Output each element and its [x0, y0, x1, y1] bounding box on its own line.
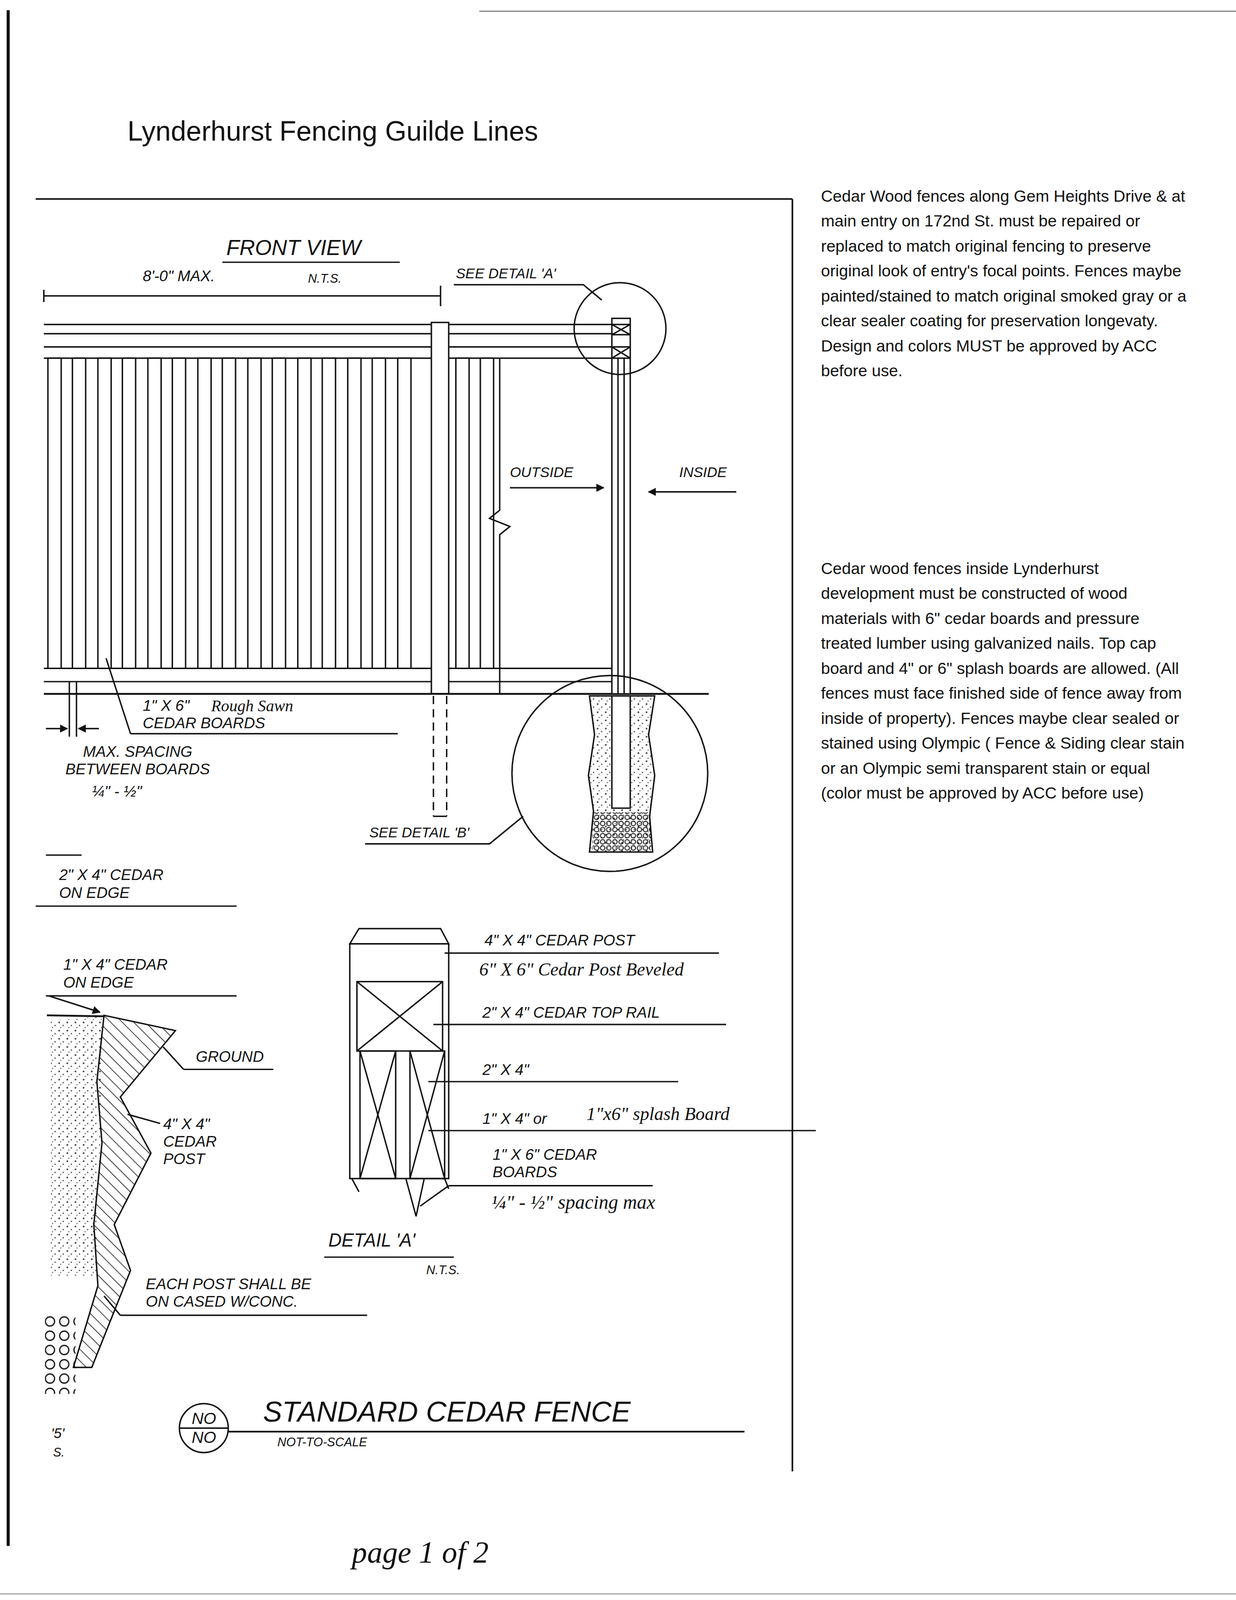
handwritten-note: ¼" - ½" spacing max [491, 1190, 656, 1214]
label-position: SEE DETAIL 'B' [369, 824, 470, 841]
label-position: Cedar Wood fences along Gem Heights Driv… [821, 183, 1194, 384]
callout-label: N.T.S. [307, 271, 342, 286]
callout-label: 4" X 4" CEDAR POST [484, 931, 635, 949]
label-position: 1"x6" splash Board [586, 1103, 730, 1125]
callout-label: 1" X 4" or [482, 1109, 547, 1127]
callout-label: FRONT VIEW [226, 235, 361, 261]
callout-label: 1" X 6" [142, 696, 190, 714]
label-position: Rough Sawn [211, 696, 294, 716]
label-position: CEDAR BOARDS [142, 713, 266, 732]
marker-text: NO [191, 1427, 217, 1447]
label-position: S. [52, 1444, 65, 1459]
handwritten-note: 6" X 6" Cedar Post Beveled [479, 958, 684, 981]
label-position: 1" X 6" [142, 696, 190, 714]
callout-label: ¼" - ½" [91, 782, 142, 800]
label-position: 6" X 6" Cedar Post Beveled [479, 958, 684, 981]
label-position: 2" X 4" CEDAR ON EDGE [59, 865, 182, 902]
callout-label: OUTSIDE [509, 463, 574, 481]
callout-label: 2" X 4" CEDAR ON EDGE [59, 865, 182, 902]
label-position: 2" X 4" CEDAR TOP RAIL [482, 1003, 660, 1021]
callout-label: 2" X 4" CEDAR TOP RAIL [482, 1003, 660, 1021]
callout-label: EACH POST SHALL BE ON CASED W/CONC. [145, 1274, 325, 1311]
detail-marker-circle: NONO [178, 1402, 230, 1454]
label-position: 2" X 4" [482, 1060, 529, 1078]
handwritten-note: 1"x6" splash Board [586, 1103, 730, 1125]
label-position: INSIDE [679, 463, 727, 481]
title-position: Lynderhurst Fencing Guilde Lines [127, 115, 539, 147]
handwritten-note: Rough Sawn [211, 696, 294, 716]
callout-label: 1" X 4" CEDAR ON EDGE [63, 955, 186, 991]
callout-label: 4" X 4" CEDAR POST [163, 1114, 235, 1168]
label-position: page 1 of 2 [351, 1534, 489, 1570]
label-position: MAX. SPACING BETWEEN BOARDS [56, 742, 220, 778]
handwritten-note: page 1 of 2 [351, 1534, 489, 1570]
callout-label: 2" X 4" [482, 1060, 529, 1078]
callout-label: DETAIL 'A' [328, 1229, 415, 1252]
label-position: '5' [50, 1424, 65, 1442]
label-position: 1" X 4" CEDAR ON EDGE [63, 955, 186, 991]
label-position: STANDARD CEDAR FENCE [263, 1394, 631, 1428]
callout-label: SEE DETAIL 'B' [369, 824, 470, 841]
label-position: ¼" - ½" spacing max [491, 1190, 656, 1214]
callout-label: MAX. SPACING BETWEEN BOARDS [56, 742, 220, 778]
label-position: OUTSIDE [509, 463, 574, 481]
guideline-paragraph: Cedar Wood fences along Gem Heights Driv… [821, 183, 1194, 384]
label-position: DETAIL 'A' [328, 1229, 415, 1252]
label-position: 1" X 6" CEDAR BOARDS [492, 1145, 620, 1181]
label-position: N.T.S. [426, 1262, 460, 1277]
label-position: Cedar wood fences inside Lynderhurst dev… [821, 555, 1194, 806]
callout-label: CEDAR BOARDS [142, 713, 266, 732]
label-position: 8'-0" MAX. [142, 267, 216, 285]
marker-text: NO [191, 1409, 217, 1428]
label-position: EACH POST SHALL BE ON CASED W/CONC. [145, 1274, 325, 1311]
callout-label: GROUND [195, 1047, 264, 1065]
label-position: SEE DETAIL 'A' [455, 265, 556, 282]
label-position: GROUND [195, 1047, 264, 1065]
label-position: 4" X 4" CEDAR POST [484, 931, 635, 949]
page-title: Lynderhurst Fencing Guilde Lines [127, 115, 539, 147]
callout-label: '5' [50, 1424, 65, 1442]
callout-label: SEE DETAIL 'A' [455, 265, 556, 282]
label-position: NOT-TO-SCALE [277, 1434, 367, 1449]
label-position: 4" X 4" CEDAR POST [163, 1114, 235, 1168]
callout-label: STANDARD CEDAR FENCE [263, 1394, 631, 1428]
label-position: 1" X 4" or [482, 1109, 547, 1127]
callout-label: NOT-TO-SCALE [277, 1434, 367, 1449]
callout-label: 8'-0" MAX. [142, 267, 216, 285]
label-position: N.T.S. [307, 271, 342, 286]
label-position: FRONT VIEW [226, 235, 361, 261]
guideline-paragraph: Cedar wood fences inside Lynderhurst dev… [821, 555, 1194, 806]
label-position: ¼" - ½" [91, 782, 142, 800]
callout-label: S. [52, 1444, 65, 1459]
callout-label: 1" X 6" CEDAR BOARDS [492, 1145, 620, 1181]
callout-label: N.T.S. [426, 1262, 460, 1277]
callout-label: INSIDE [679, 463, 727, 481]
